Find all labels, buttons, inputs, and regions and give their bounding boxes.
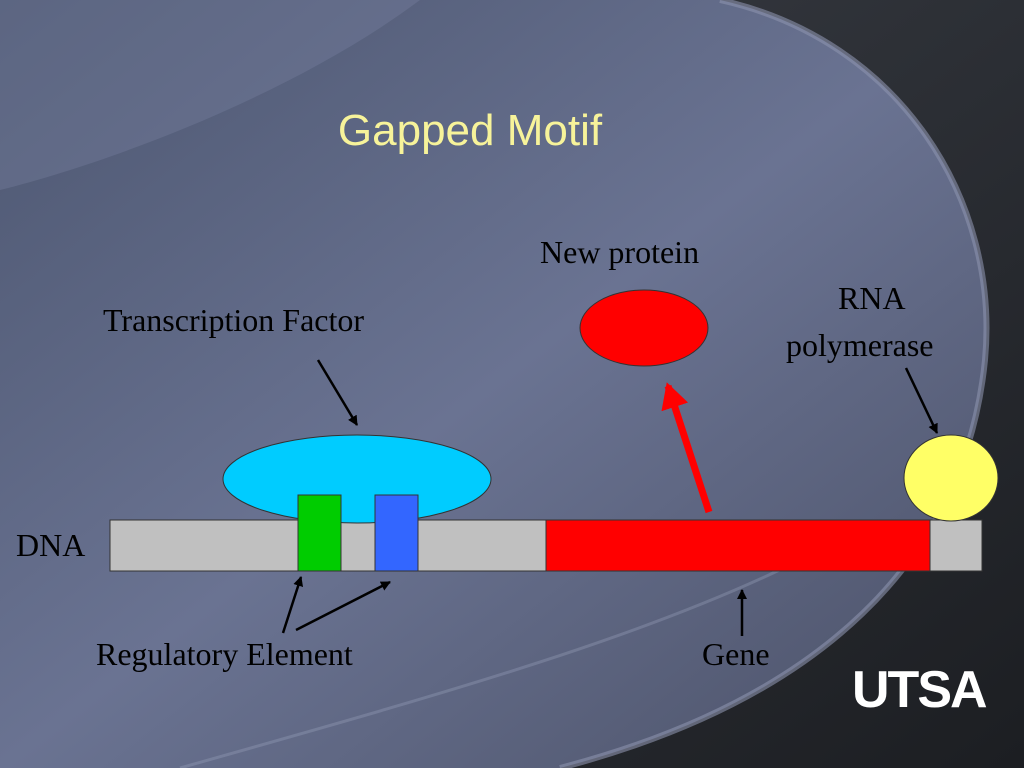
new-protein <box>579 289 709 367</box>
dna-label: DNA <box>16 527 86 563</box>
regulatory-element-arrow-right <box>295 580 391 632</box>
utsa-logo: UTSA <box>852 661 988 719</box>
rna-polymerase <box>903 434 999 522</box>
gene-segment <box>545 519 931 572</box>
transcription-factor-label: Transcription Factor <box>103 302 365 338</box>
gene-label: Gene <box>702 636 770 672</box>
regulatory-element-left <box>297 494 342 572</box>
new-protein-label: New protein <box>540 234 700 270</box>
expression-arrow <box>661 382 713 514</box>
regulatory-element-arrow-left <box>281 576 304 634</box>
regulatory-element-right <box>374 494 419 572</box>
rna-polymerase-arrow <box>904 367 939 434</box>
rna-polymerase-label-line1: RNA <box>838 280 906 316</box>
transcription-factor <box>222 434 492 524</box>
rna-polymerase-label-line2: polymerase <box>786 327 934 363</box>
slide-title: Gapped Motif <box>337 106 603 155</box>
regulatory-element-label: Regulatory Element <box>96 636 353 672</box>
transcription-factor-arrow <box>316 359 359 426</box>
